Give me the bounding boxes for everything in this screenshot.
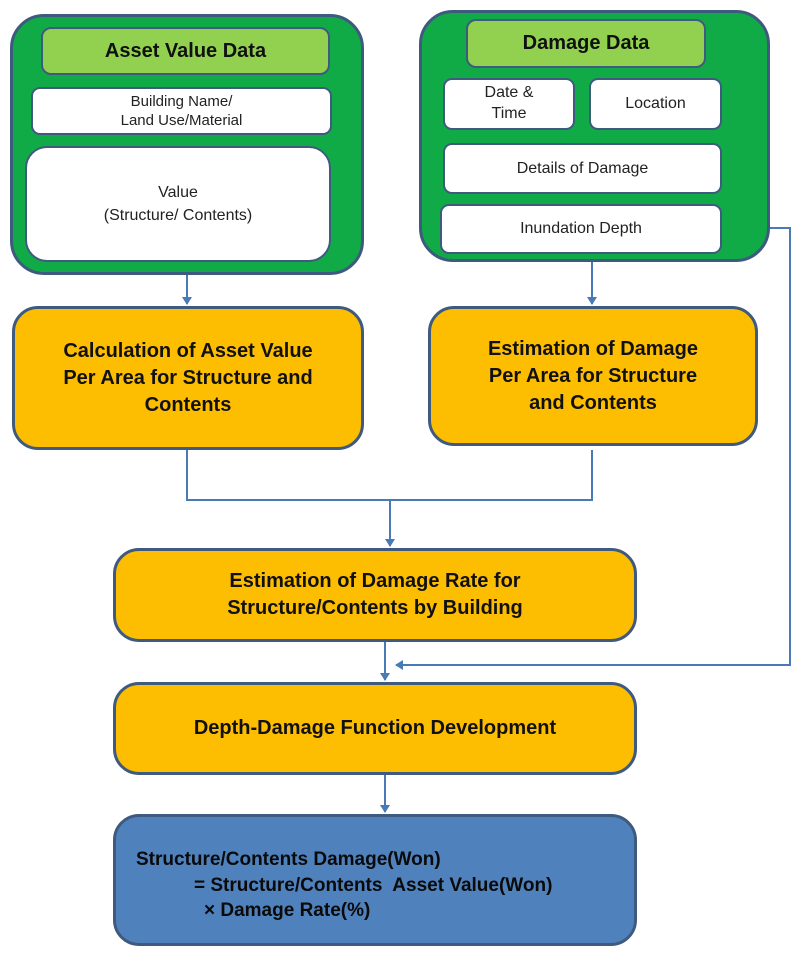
estimation-damage-box: Estimation of Damage Per Area for Struct… xyxy=(428,306,758,446)
date-time-line1: Date & xyxy=(484,84,534,102)
building-info-box: Building Name/ Land Use/Material xyxy=(31,87,332,135)
location-box: Location xyxy=(589,78,722,130)
date-time-line2: Time xyxy=(491,105,527,122)
damage-data-header: Damage Data xyxy=(466,19,706,68)
asset-value-header: Asset Value Data xyxy=(41,27,330,75)
details-of-damage-box: Details of Damage xyxy=(443,143,722,194)
calc-asset-line1: Calculation of Asset Value xyxy=(63,339,313,362)
calc-asset-value-box: Calculation of Asset Value Per Area for … xyxy=(12,306,364,450)
depth-damage-function-box: Depth-Damage Function Development xyxy=(113,682,637,775)
inundation-depth-box: Inundation Depth xyxy=(440,204,722,254)
damage-rate-line2: Structure/Contents by Building xyxy=(227,597,523,619)
calc-asset-line2: Per Area for Structure and xyxy=(63,366,313,389)
result-formula-box: Structure/Contents Damage(Won) = Structu… xyxy=(113,814,637,946)
damage-data-title: Damage Data xyxy=(522,32,650,54)
result-line1: Structure/Contents Damage(Won) xyxy=(136,849,441,870)
est-damage-line3: and Contents xyxy=(529,391,657,414)
location-label: Location xyxy=(625,95,686,113)
calc-asset-line3: Contents xyxy=(144,393,232,416)
connector-merge xyxy=(186,450,593,501)
building-info-line1: Building Name/ xyxy=(130,92,233,110)
value-line2: (Structure/ Contents) xyxy=(103,207,253,224)
result-line2: = Structure/Contents Asset Value(Won) xyxy=(194,874,553,896)
damage-rate-line1: Estimation of Damage Rate for xyxy=(229,570,521,592)
asset-value-title: Asset Value Data xyxy=(104,39,267,62)
result-line3: × Damage Rate(%) xyxy=(204,900,371,922)
est-damage-line1: Estimation of Damage xyxy=(487,337,699,360)
value-box: Value (Structure/ Contents) xyxy=(25,146,331,262)
building-info-line2: Land Use/Material xyxy=(120,112,243,129)
damage-rate-box: Estimation of Damage Rate for Structure/… xyxy=(113,548,637,642)
value-line1: Value xyxy=(158,183,198,201)
est-damage-line2: Per Area for Structure xyxy=(488,364,698,387)
details-of-damage-label: Details of Damage xyxy=(516,159,649,177)
date-time-box: Date & Time xyxy=(443,78,575,130)
inundation-depth-label: Inundation Depth xyxy=(520,220,642,238)
depth-damage-function-label: Depth-Damage Function Development xyxy=(193,717,557,739)
